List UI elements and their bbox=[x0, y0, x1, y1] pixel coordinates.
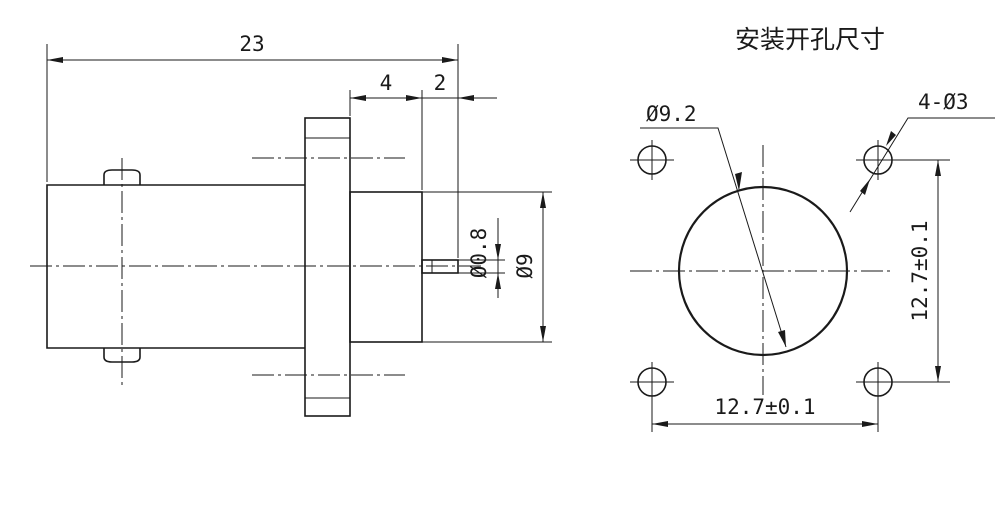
dim-screw-holes: 4-Ø3 bbox=[918, 90, 969, 114]
dim-overall-length: 23 bbox=[239, 32, 264, 56]
arrow bbox=[886, 131, 896, 146]
dim-pin-length: 2 bbox=[434, 71, 447, 95]
leader-screw-holes bbox=[849, 117, 995, 213]
bayonet-lug-bottom bbox=[103, 348, 141, 363]
dim-vertical-spacing: 12.7±0.1 bbox=[908, 220, 932, 321]
arrow bbox=[862, 421, 878, 427]
dim-pin-diameter: Ø0.8 bbox=[467, 228, 491, 279]
arrow bbox=[495, 273, 501, 289]
arrow bbox=[652, 421, 668, 427]
dim-body-diameter: Ø9 bbox=[513, 253, 537, 278]
arrow bbox=[47, 57, 63, 63]
arrow bbox=[860, 179, 870, 195]
arrow bbox=[406, 95, 422, 101]
arrow bbox=[735, 172, 742, 191]
arrow bbox=[350, 95, 366, 101]
arrow bbox=[495, 244, 501, 260]
arrow bbox=[540, 326, 546, 342]
arrow bbox=[935, 366, 941, 382]
arrow bbox=[442, 57, 458, 63]
screw-hole-top-left bbox=[630, 140, 674, 180]
rear-body bbox=[349, 191, 423, 343]
cutout-title: 安装开孔尺寸 bbox=[735, 25, 885, 54]
center-hole bbox=[677, 185, 849, 357]
side-view: 23 4 2 Ø0.8 Ø9 bbox=[30, 32, 552, 417]
arrow bbox=[540, 192, 546, 208]
flange bbox=[304, 117, 351, 417]
screw-hole-bottom-right bbox=[856, 362, 900, 402]
arrow bbox=[778, 330, 786, 347]
mounting-cutout-view: 安装开孔尺寸 Ø9.2 bbox=[630, 25, 995, 432]
dim-center-hole-diameter: Ø9.2 bbox=[646, 102, 697, 126]
screw-hole-top-right bbox=[856, 140, 900, 180]
screw-hole-bottom-left bbox=[630, 362, 674, 402]
center-pin bbox=[421, 259, 459, 274]
leader-center-hole bbox=[640, 127, 787, 348]
dim-flange-width: 4 bbox=[380, 71, 393, 95]
barrel-body-outline bbox=[46, 184, 305, 349]
arrow bbox=[935, 160, 941, 176]
arrow bbox=[458, 95, 474, 101]
dim-horizontal-spacing: 12.7±0.1 bbox=[714, 395, 815, 419]
bayonet-lug-top bbox=[103, 169, 141, 185]
